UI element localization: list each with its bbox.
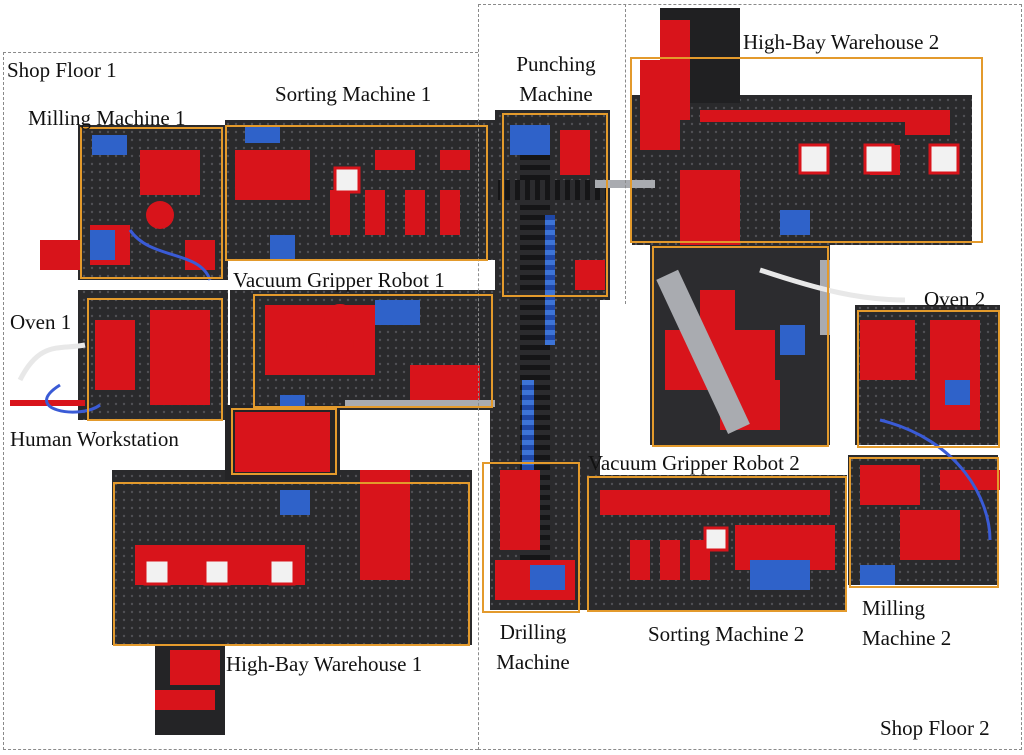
- box-sorting-machine-2: [587, 476, 847, 612]
- box-sorting-machine-1: [225, 125, 488, 261]
- label-human-workstation: Human Workstation: [10, 427, 179, 451]
- label-shop-floor-2: Shop Floor 2: [880, 716, 990, 740]
- box-vacuum-gripper-robot-1: [253, 294, 493, 408]
- box-milling-machine-2: [849, 457, 999, 588]
- label-drilling-line-1: Drilling: [499, 620, 567, 644]
- label-oven-1: Oven 1: [10, 310, 72, 334]
- shop-floor-1-region: [3, 52, 478, 750]
- label-sorting-machine-2: Sorting Machine 2: [648, 622, 805, 646]
- label-punching-line-1: Punching: [516, 52, 596, 76]
- label-milling2-line-2: Machine 2: [862, 626, 952, 650]
- floor-divider: [625, 4, 626, 304]
- box-milling-machine-1: [80, 127, 223, 279]
- cables: [45, 229, 992, 541]
- label-punching-machine: Punching Machine: [500, 52, 612, 106]
- red-components: [10, 20, 1000, 710]
- box-vacuum-gripper-robot-2: [652, 246, 829, 447]
- box-oven-2: [857, 310, 1000, 448]
- shop-floor-2-region: [478, 4, 1022, 750]
- label-drilling-machine: Drilling Machine: [480, 620, 586, 674]
- label-shop-floor-1: Shop Floor 1: [7, 58, 117, 82]
- box-high-bay-warehouse-1: [113, 482, 470, 646]
- white-tags: [143, 143, 960, 586]
- label-sorting-machine-1: Sorting Machine 1: [275, 82, 432, 106]
- box-oven-1: [87, 298, 223, 421]
- label-drilling-line-2: Machine: [496, 650, 570, 674]
- label-vacuum-gripper-robot-2: Vacuum Gripper Robot 2: [588, 451, 800, 475]
- label-vacuum-gripper-robot-1: Vacuum Gripper Robot 1: [233, 268, 445, 292]
- box-punching-machine: [502, 113, 608, 297]
- label-high-bay-warehouse-2: High-Bay Warehouse 2: [743, 30, 940, 54]
- label-oven-2: Oven 2: [924, 287, 986, 311]
- label-punching-line-2: Machine: [519, 82, 593, 106]
- box-high-bay-warehouse-2: [630, 57, 983, 243]
- label-high-bay-warehouse-1: High-Bay Warehouse 1: [226, 652, 423, 676]
- blue-components: [90, 125, 970, 590]
- label-milling-machine-1: Milling Machine 1: [28, 106, 186, 130]
- label-milling2-line-1: Milling: [862, 596, 926, 620]
- label-milling-machine-2: Milling Machine 2: [862, 596, 951, 650]
- box-human-workstation: [231, 408, 337, 475]
- box-drilling-machine: [482, 462, 580, 613]
